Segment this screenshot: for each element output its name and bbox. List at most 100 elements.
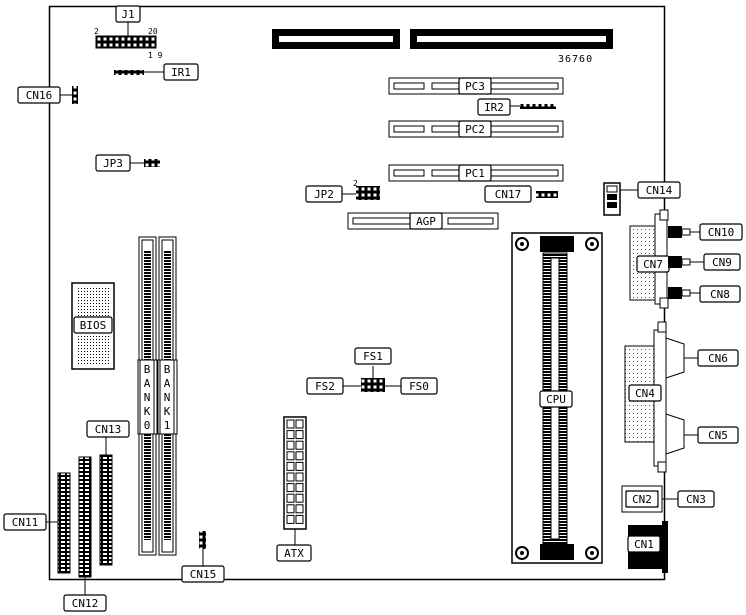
svg-text:K: K xyxy=(144,405,151,418)
jp3-label: JP3 xyxy=(103,157,123,170)
cpu-slot: CPU xyxy=(511,232,603,564)
ir1-label: IR1 xyxy=(171,66,191,79)
cn13-label: CN13 xyxy=(95,423,122,436)
agp-slot: AGP xyxy=(347,212,499,230)
atx-pin xyxy=(295,451,304,461)
svg-text:N: N xyxy=(144,391,151,404)
agp-label: AGP xyxy=(416,215,436,228)
ir2-header: IR2 xyxy=(477,98,556,116)
jp2-jumper: 2 JP2 xyxy=(305,179,380,203)
cn14-label: CN14 xyxy=(646,184,673,197)
jp2-pin: 2 xyxy=(353,179,358,188)
svg-text:A: A xyxy=(164,377,171,390)
pci-slot-pc2: PC2 xyxy=(388,120,564,138)
cn6-port: CN6 xyxy=(665,337,739,379)
cn1-port: CN1 xyxy=(627,521,668,573)
atx-pin xyxy=(286,514,295,524)
cn15-connector: CN15 xyxy=(181,531,225,583)
fs1-label: FS1 xyxy=(363,350,383,363)
j1-label: J1 xyxy=(121,8,134,21)
atx-pin xyxy=(286,493,295,503)
cpu-label: CPU xyxy=(546,393,566,406)
atx-pin xyxy=(286,461,295,471)
atx-pin xyxy=(295,461,304,471)
cn10-label: CN10 xyxy=(708,226,735,239)
pc1-label: PC1 xyxy=(465,167,485,180)
bios-label: BIOS xyxy=(80,319,107,332)
cn7-label: CN7 xyxy=(643,258,663,271)
atx-connector: ATX xyxy=(276,416,312,562)
cn2-label: CN2 xyxy=(632,493,652,506)
cn11-label: CN11 xyxy=(12,516,39,529)
svg-text:B: B xyxy=(144,363,151,376)
part-number: 36760 xyxy=(558,54,593,65)
svg-text:A: A xyxy=(144,377,151,390)
cn11-header: CN11 xyxy=(3,472,71,574)
fs0-label: FS0 xyxy=(409,380,429,393)
atx-pin xyxy=(286,504,295,514)
isa-slot-1 xyxy=(272,29,400,49)
svg-text:K: K xyxy=(164,405,171,418)
atx-pin xyxy=(286,483,295,493)
atx-pin xyxy=(295,472,304,482)
cn14-connector: CN14 xyxy=(603,181,681,216)
atx-pin xyxy=(286,472,295,482)
j1-connector: 2 20 1 9 J1 xyxy=(94,5,163,60)
cn16-label: CN16 xyxy=(26,89,53,102)
j1-pin-bottom: 1 9 xyxy=(148,51,163,60)
atx-pin xyxy=(295,483,304,493)
pc3-label: PC3 xyxy=(465,80,485,93)
pc2-label: PC2 xyxy=(465,123,485,136)
bios-chip: BIOS xyxy=(71,282,115,370)
jp2-label: JP2 xyxy=(314,188,334,201)
atx-pin xyxy=(295,493,304,503)
cn16-connector: CN16 xyxy=(17,86,78,104)
ir2-label: IR2 xyxy=(484,101,504,114)
cn5-port: CN5 xyxy=(665,413,739,455)
cn8-label: CN8 xyxy=(710,288,730,301)
cn13-header: CN13 xyxy=(86,420,130,566)
cn12-label: CN12 xyxy=(72,597,99,610)
cn17-connector: CN17 xyxy=(484,185,558,203)
atx-pin xyxy=(286,451,295,461)
atx-pin xyxy=(286,430,295,440)
cn15-label: CN15 xyxy=(190,568,217,581)
cn7-port-block: CN7 xyxy=(629,209,670,309)
svg-text:N: N xyxy=(164,391,171,404)
cn2-cn3-port: CN2 CN3 xyxy=(621,485,715,513)
j1-pin-left: 2 xyxy=(94,27,99,36)
cn17-label: CN17 xyxy=(495,188,522,201)
cn8-jack: CN8 xyxy=(668,285,741,303)
cn9-label: CN9 xyxy=(712,256,732,269)
atx-pin xyxy=(286,419,295,429)
cn9-jack: CN9 xyxy=(668,253,741,271)
pci-slot-pc3: PC3 xyxy=(388,77,564,95)
ir1-header: IR1 xyxy=(114,63,199,81)
cn1-label: CN1 xyxy=(634,538,654,551)
cn12-header: CN12 xyxy=(63,456,107,612)
pci-slot-pc1: PC1 xyxy=(388,164,564,182)
atx-pin xyxy=(295,440,304,450)
svg-text:1: 1 xyxy=(164,419,171,432)
cn6-label: CN6 xyxy=(708,352,728,365)
atx-label: ATX xyxy=(284,547,304,560)
atx-pin xyxy=(286,440,295,450)
cn3-label: CN3 xyxy=(686,493,706,506)
atx-pin xyxy=(295,419,304,429)
j1-pin-right: 20 xyxy=(148,27,158,36)
jp3-jumper: JP3 xyxy=(95,154,160,172)
cn10-jack: CN10 xyxy=(668,223,743,241)
svg-text:B: B xyxy=(164,363,171,376)
atx-pin xyxy=(295,514,304,524)
cn4-label: CN4 xyxy=(635,387,655,400)
fs2-label: FS2 xyxy=(315,380,335,393)
svg-text:0: 0 xyxy=(144,419,151,432)
fs-jumpers: FS1 FS2 FS0 xyxy=(306,347,438,395)
isa-slot-2 xyxy=(410,29,613,49)
cn5-label: CN5 xyxy=(708,429,728,442)
atx-pin xyxy=(295,430,304,440)
atx-pin xyxy=(295,504,304,514)
